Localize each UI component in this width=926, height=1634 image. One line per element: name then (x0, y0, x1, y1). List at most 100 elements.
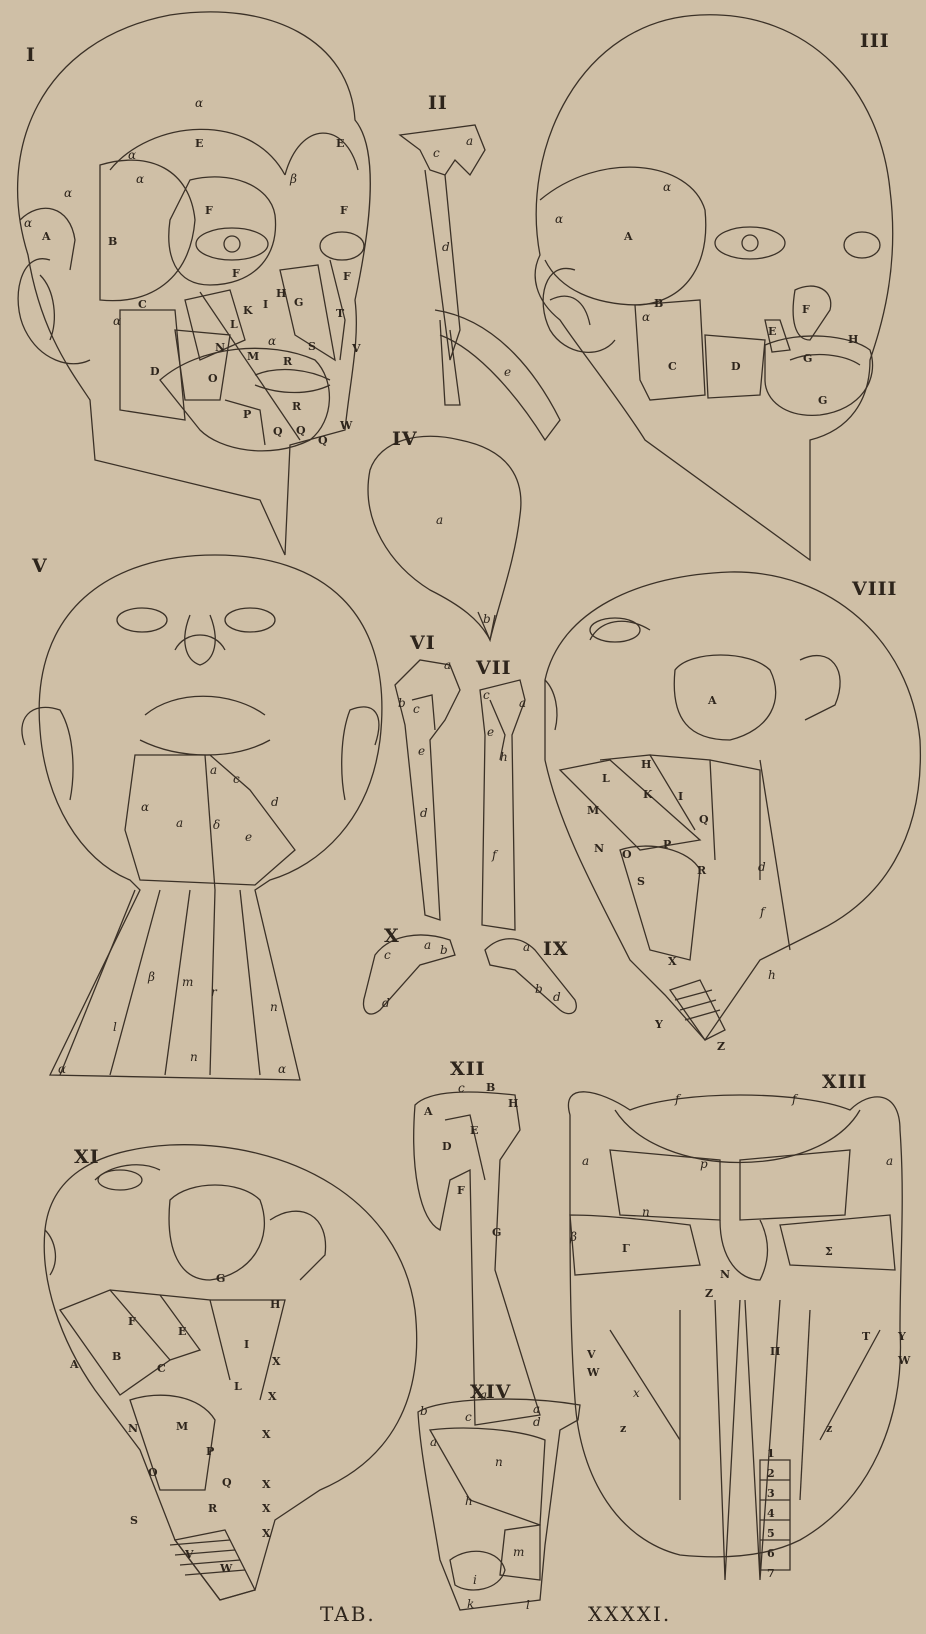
fig11-label: S (130, 1514, 138, 1527)
fig11-label: B (112, 1350, 121, 1363)
fig11-label: Q (222, 1476, 232, 1489)
fig7-label: c (483, 688, 490, 702)
fig1-label: V (352, 342, 361, 355)
fig8-label: S (637, 875, 645, 888)
fig6-label: b (398, 696, 406, 710)
fig14-label: h (465, 1494, 473, 1508)
fig11-label: L (234, 1380, 242, 1393)
fig5-label: n (270, 1000, 278, 1014)
fig11-label: C (157, 1362, 166, 1375)
fig13-label: 5 (767, 1527, 775, 1540)
fig5-label: a (210, 763, 217, 777)
figure-5-face-drawing (22, 555, 382, 1080)
fig11-label: H (270, 1298, 280, 1311)
fig8-label: H (641, 758, 651, 771)
fig1-label: R (283, 355, 292, 368)
fig3-label: F (802, 303, 810, 316)
fig11-label: W (220, 1562, 232, 1575)
fig11-label: X (262, 1428, 271, 1441)
fig11-label: X (262, 1527, 271, 1540)
figure-number-9: IX (543, 938, 569, 960)
fig8-label: K (643, 788, 653, 801)
figure-number-3: III (860, 30, 890, 52)
fig3-label: E (768, 325, 776, 338)
fig5-label: l (113, 1020, 117, 1034)
fig1-label: G (294, 296, 303, 309)
fig8-label: X (668, 955, 677, 968)
fig11-label: X (268, 1390, 277, 1403)
fig13-label: z (826, 1422, 832, 1435)
fig8-label: M (587, 804, 599, 817)
fig3-label: G (818, 394, 827, 407)
fig12-label: F (457, 1184, 465, 1197)
fig1-label: Q (296, 424, 306, 437)
fig10-label: b (440, 943, 448, 957)
fig1-label: H (276, 287, 286, 300)
fig12-label: D (442, 1140, 452, 1153)
fig5-label: d (271, 795, 279, 809)
fig1-label: α (64, 186, 72, 200)
fig8-label: d (758, 860, 766, 874)
fig1-label: M (247, 350, 259, 363)
fig11-label: E (178, 1325, 186, 1338)
fig3-label: G (803, 352, 812, 365)
fig12-label: E (470, 1124, 478, 1137)
fig3-label: α (642, 310, 650, 324)
fig3-label: D (731, 360, 741, 373)
figure-number-13: XIII (822, 1071, 867, 1093)
fig5-label: e (245, 830, 252, 844)
plate-caption-number: XXXXI. (588, 1602, 671, 1626)
fig5-label: n (190, 1050, 198, 1064)
figure-8-head-drawing (545, 572, 920, 1040)
fig11-label: N (128, 1422, 138, 1435)
fig6-label: e (418, 744, 425, 758)
fig13-label: Γ (622, 1242, 630, 1255)
figure-number-8: VIII (852, 578, 897, 600)
figure-7-drawing (480, 680, 525, 930)
fig2-label: e (504, 365, 511, 379)
fig1-label: α (136, 172, 144, 186)
fig2-label: d (442, 240, 450, 254)
fig13-label: a (582, 1154, 589, 1168)
figure-13-skull-drawing (568, 1092, 902, 1580)
fig14-label: c (465, 1410, 472, 1424)
fig1-label: E (195, 137, 203, 150)
figure-number-6: VI (410, 632, 436, 654)
fig11-label: X (262, 1502, 271, 1515)
fig1-label: C (138, 298, 147, 311)
fig5-label: r (211, 985, 217, 999)
fig1-label: R (292, 400, 301, 413)
fig1-label: F (232, 267, 240, 280)
fig8-label: I (678, 790, 683, 803)
fig11-label: P (206, 1445, 214, 1458)
figure-number-12: XII (450, 1058, 486, 1080)
fig14-label: l (526, 1598, 530, 1612)
figure-number-4: IV (392, 428, 418, 450)
fig1-label: α (268, 334, 276, 348)
fig13-label: 6 (767, 1547, 775, 1560)
fig11-label: M (176, 1420, 188, 1433)
fig13-label: 3 (767, 1487, 775, 1500)
fig5-label: δ (213, 818, 220, 832)
fig13-label: Σ (825, 1245, 833, 1258)
fig12-label: c (458, 1081, 465, 1095)
fig1-label: F (340, 204, 348, 217)
figure-11-head-drawing (44, 1145, 416, 1600)
fig11-label: O (148, 1466, 158, 1479)
fig8-label: P (663, 838, 671, 851)
fig1-label: B (108, 235, 117, 248)
fig8-label: f (760, 905, 764, 919)
fig5-label: c (233, 772, 240, 786)
fig11-label: X (262, 1478, 271, 1491)
fig3-label: B (654, 297, 663, 310)
fig3-label: α (663, 180, 671, 194)
fig11-label: X (272, 1355, 281, 1368)
fig11-label: I (244, 1338, 249, 1351)
fig13-label: N (720, 1268, 730, 1281)
fig7-label: e (487, 725, 494, 739)
fig13-label: Π (770, 1345, 780, 1358)
fig7-label: h (500, 750, 508, 764)
fig12-label: H (508, 1097, 518, 1110)
fig8-label: A (708, 694, 717, 707)
